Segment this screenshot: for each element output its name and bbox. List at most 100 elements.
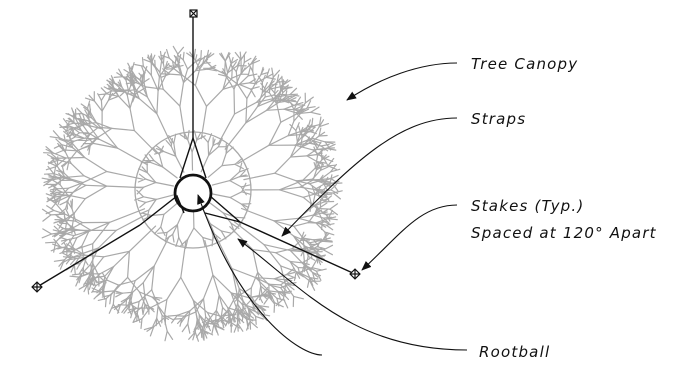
canopy-branch [318,119,325,128]
canopy-branch [221,163,236,167]
canopy-branch [207,165,223,178]
stake-marker-icon [31,281,43,293]
canopy-branch [306,154,318,157]
canopy-branch [318,174,324,182]
canopy-branch [266,108,285,111]
canopy-branch [329,203,339,210]
canopy-branch [73,137,85,142]
canopy-branch [224,51,230,62]
canopy-branch [311,137,326,143]
label-rootball: Rootball [479,343,550,361]
canopy-branch [220,314,231,317]
canopy-branch [59,125,70,129]
canopy-branch [188,331,196,340]
canopy-branch [49,136,61,139]
canopy-branch [285,284,295,297]
canopy-branch [134,81,147,88]
canopy-branch [252,249,277,254]
canopy-branch [197,322,199,330]
canopy-branch [183,132,189,141]
canopy-branch [175,236,180,247]
canopy-branch [316,188,325,191]
canopy-branch [327,165,338,170]
canopy-branch [57,195,62,205]
canopy-branch [222,83,240,90]
canopy-branch [257,92,263,108]
canopy-branch [307,119,311,128]
canopy-branch [306,148,318,157]
canopy-branch [185,311,197,317]
canopy-branch [73,121,82,131]
canopy-branch [65,156,86,159]
canopy-branch [142,196,157,200]
canopy-branch [202,236,213,241]
canopy-branch [110,88,119,92]
canopy-branch [157,305,163,316]
canopy-branch [316,188,320,197]
canopy-branch [66,212,76,222]
canopy-branch [113,76,124,79]
canopy-branch [321,154,327,161]
canopy-branch [239,51,242,61]
canopy-branch [87,116,91,128]
canopy-branch [41,208,52,216]
canopy-branch [322,249,333,256]
canopy-branch [261,84,271,94]
canopy-branch [298,217,317,224]
canopy-branch [163,150,177,157]
canopy-branch [280,284,287,292]
canopy-branch [75,256,88,260]
canopy-branch [67,140,75,145]
canopy-branch [138,289,153,303]
canopy-branch [299,141,307,149]
canopy-branch [289,260,303,264]
canopy-branch [300,248,305,257]
canopy-branch [202,274,214,300]
label-straps: Straps [471,110,526,128]
canopy-branch [230,292,238,311]
canopy-branch [260,68,265,76]
canopy-branch [286,273,297,279]
canopy-branch [307,191,320,197]
canopy-branch [290,147,302,158]
canopy-branch [329,208,338,216]
canopy-branch [296,102,306,115]
canopy-branch [76,273,83,281]
canopy-branch [80,269,90,275]
canopy-branch [212,138,216,147]
canopy-branch [142,72,145,79]
canopy-branch [300,108,310,114]
canopy-branch [52,193,57,205]
canopy-branch [237,309,244,316]
canopy-branch [155,181,174,187]
canopy-branch [119,90,127,97]
canopy-branch [65,225,74,233]
canopy-branch [200,328,209,335]
canopy-branch [258,305,270,308]
canopy-branch [198,314,205,324]
canopy-branch [50,200,59,210]
canopy-branch [81,112,93,119]
canopy-branch [261,287,269,296]
canopy-branch [310,106,320,113]
canopy-branch [82,170,108,184]
canopy-branch [280,112,298,123]
canopy-branch [273,273,288,280]
canopy-branch [156,113,172,144]
canopy-branch [153,235,170,267]
tree-canopy [41,45,343,342]
canopy-branch [156,305,159,319]
canopy-branch [72,245,76,254]
canopy-branch [321,240,333,243]
leader-rootball-inner [197,194,323,356]
canopy-branch [311,185,316,195]
canopy-branch [318,127,322,137]
canopy-branch [215,294,220,311]
canopy-branch [238,162,243,173]
canopy-branch [238,317,241,325]
canopy-branch [124,89,136,92]
canopy-branch [54,219,65,223]
canopy-branch [308,183,318,191]
canopy-branch [144,178,157,184]
canopy-branch [71,212,76,227]
